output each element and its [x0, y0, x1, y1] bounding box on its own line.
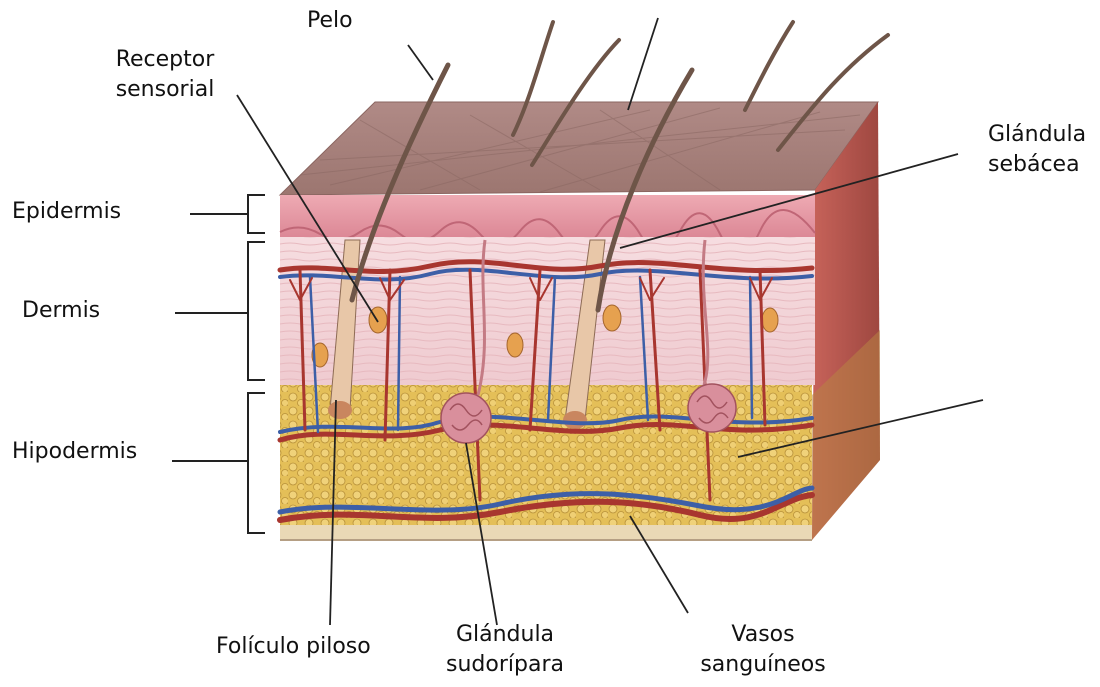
label-sebacea-line2: sebácea — [988, 150, 1086, 180]
pelo-leader — [408, 45, 433, 80]
label-dermis: Dermis — [22, 296, 100, 326]
label-sudoripara-line2: sudorípara — [440, 650, 570, 680]
label-receptor-sensorial: Receptor sensorial — [96, 45, 234, 105]
label-receptor-line1: Receptor — [96, 45, 234, 75]
label-vasos-line1: Vasos — [692, 620, 834, 650]
dermis-bracket — [175, 242, 265, 380]
label-glandula-sudoripara: Glándula sudorípara — [440, 620, 570, 680]
label-hipodermis: Hipodermis — [12, 437, 137, 467]
label-sebacea-line1: Glándula — [988, 120, 1086, 150]
layer-brackets — [172, 195, 265, 533]
surface-leader — [628, 18, 658, 110]
label-receptor-line2: sensorial — [96, 75, 234, 105]
label-foliculo-piloso: Folículo piloso — [216, 632, 371, 662]
skin-block — [280, 22, 888, 540]
label-vasos-sanguineos: Vasos sanguíneos — [692, 620, 834, 680]
label-sudoripara-line1: Glándula — [440, 620, 570, 650]
label-epidermis: Epidermis — [12, 197, 121, 227]
label-pelo: Pelo — [307, 6, 353, 36]
label-glandula-sebacea: Glándula sebácea — [988, 120, 1086, 180]
label-vasos-line2: sanguíneos — [692, 650, 834, 680]
epidermis-bracket — [190, 195, 265, 233]
hipodermis-bracket — [172, 393, 265, 533]
